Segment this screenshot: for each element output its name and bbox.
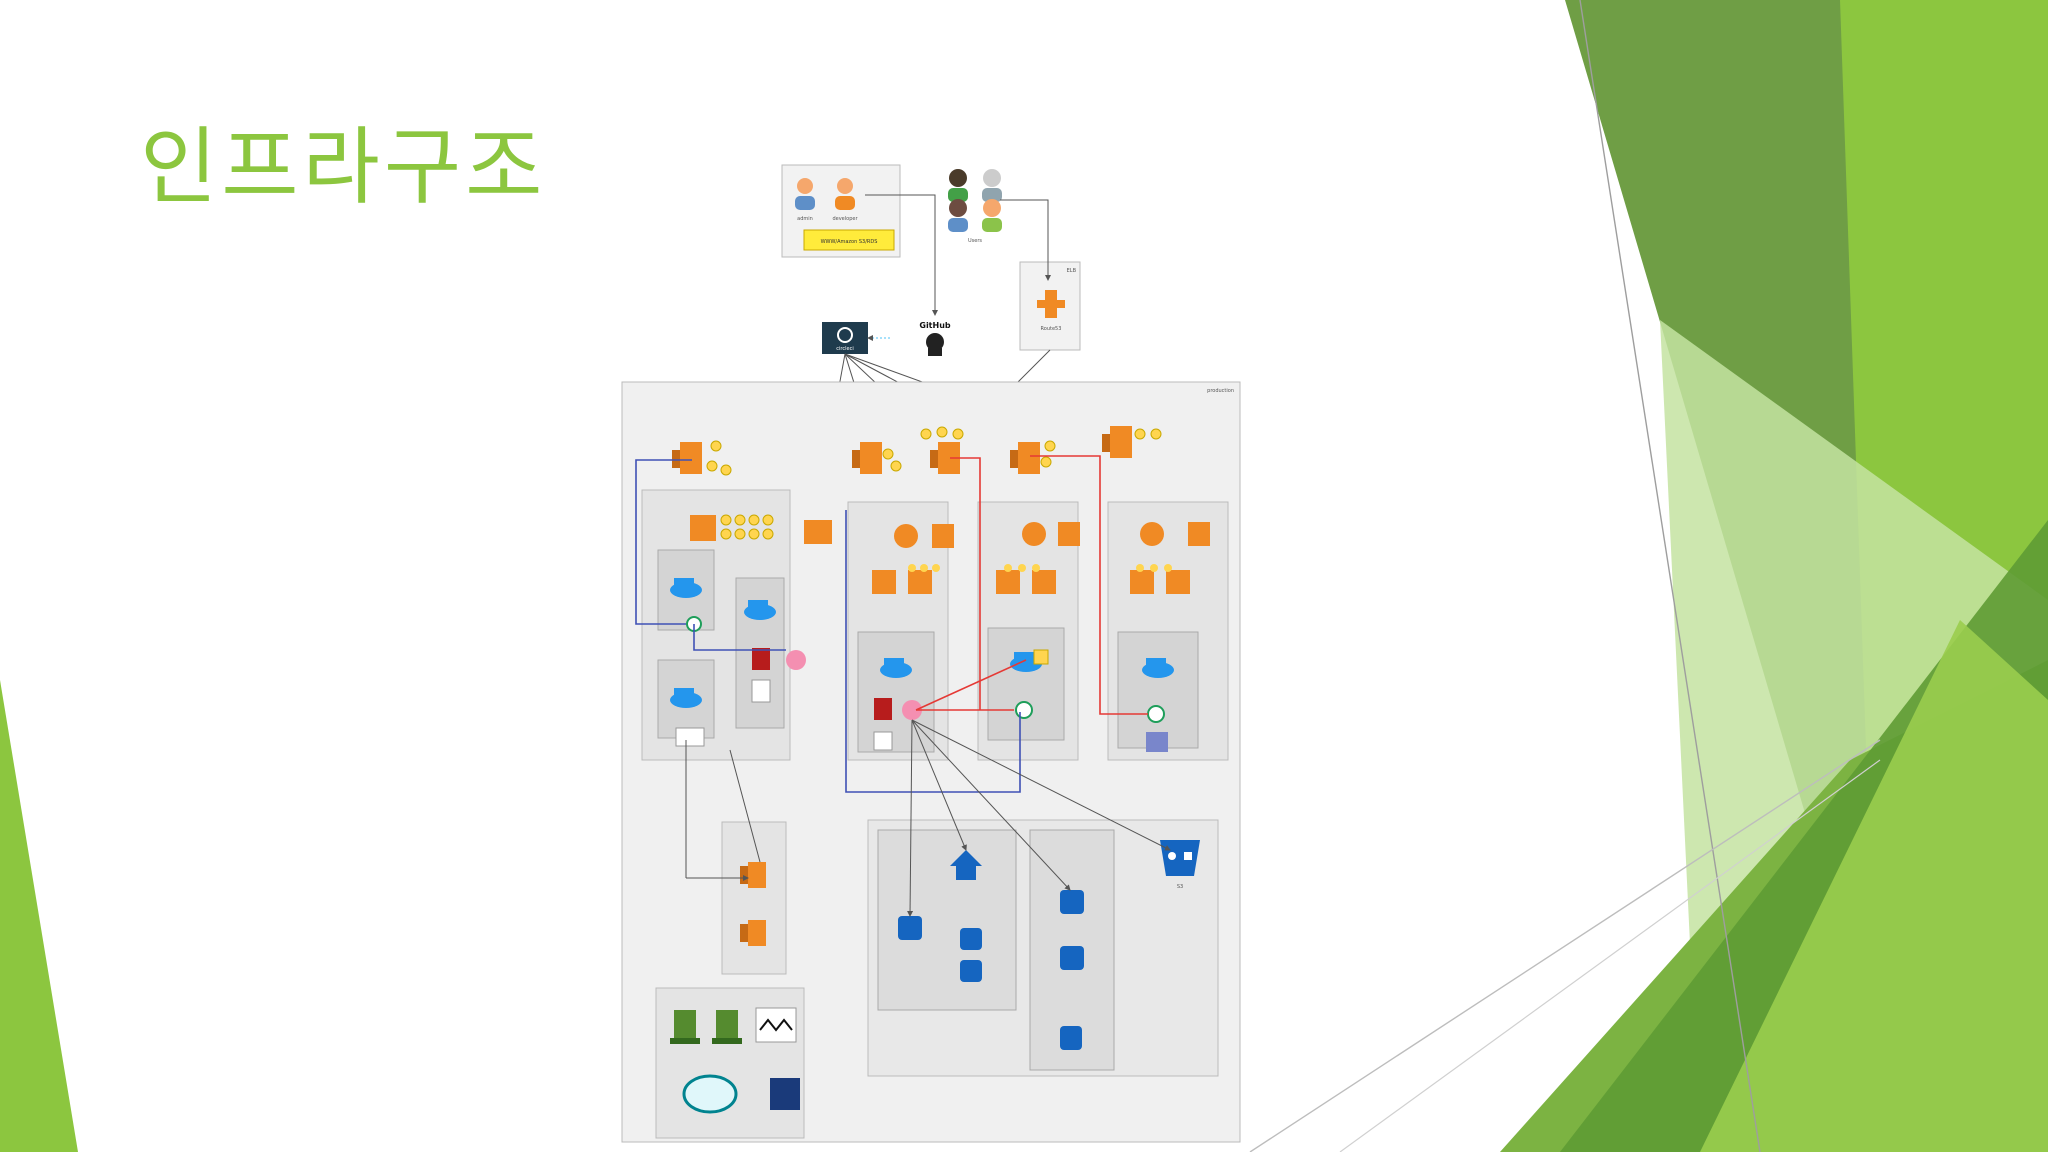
blue-link-3 <box>845 510 1021 793</box>
monitor-icon <box>1146 732 1168 752</box>
s3-bucket-icon <box>1160 840 1200 876</box>
aws-ec2-icon <box>1010 440 1056 474</box>
link-app-rds <box>907 719 914 917</box>
red-link-2 <box>1030 455 1148 715</box>
aws-ec2-icon <box>920 426 964 474</box>
rds-icon <box>1060 946 1084 970</box>
left-triangle <box>0 680 78 1152</box>
rds-icon <box>898 916 922 940</box>
infrastructure-diagram: admin developer WWW/Amazon S3/RDS Users … <box>621 164 1241 1143</box>
puma-icon <box>786 650 806 670</box>
route53-icon <box>1037 290 1065 318</box>
sidekiq-icon <box>751 679 771 703</box>
rds-icon <box>960 928 982 950</box>
red-link-1 <box>950 457 981 710</box>
s3-label: S3 <box>1177 884 1183 890</box>
right-triangle-accent <box>1700 620 2048 1152</box>
docker-icon <box>744 600 776 620</box>
aws-ec2-icon <box>1102 426 1162 458</box>
people-caption-a: admin <box>797 216 813 222</box>
nginx-icon <box>1015 701 1033 719</box>
cloudwatch-icon <box>670 1010 700 1044</box>
newrelic-icon <box>682 1074 738 1114</box>
people-caption-b: developer <box>832 216 858 222</box>
link-users-route53 <box>1000 199 1051 281</box>
elasticsearch-box <box>721 821 787 975</box>
router-label: Route53 <box>1041 326 1062 332</box>
link-app-rds-2 <box>911 719 1071 891</box>
container-box <box>1117 631 1199 749</box>
docker-icon <box>880 658 912 678</box>
docker-icon <box>1142 658 1174 678</box>
link-admin-github <box>865 194 938 316</box>
notice-box <box>803 229 895 251</box>
docker-icon <box>670 688 702 708</box>
aws-service-row-3 <box>996 522 1080 594</box>
nginx-icon <box>1147 705 1165 723</box>
aws-service-row-4 <box>1130 522 1210 594</box>
blue-link-2 <box>693 624 786 651</box>
dns-group-label: ELB <box>1067 268 1077 274</box>
notice-label: WWW/Amazon S3/RDS <box>821 239 878 245</box>
rails-icon <box>874 698 892 720</box>
users-label: Users <box>968 238 982 244</box>
github-icon <box>926 333 944 356</box>
rds-icon <box>1060 890 1084 914</box>
metrics-icon <box>755 1007 797 1043</box>
container-box <box>987 627 1065 741</box>
config-icon <box>1033 649 1049 665</box>
elasticsearch-icon <box>740 920 766 946</box>
link-app-s3 <box>911 719 1171 851</box>
decor-line-3 <box>1339 759 1881 1152</box>
elasticache-icon <box>950 850 982 880</box>
aws-ec2-icon <box>672 440 732 476</box>
aws-ec2-icon <box>852 442 902 474</box>
puma-icon <box>902 700 922 720</box>
link-log-es-3 <box>729 749 761 863</box>
rails-icon <box>752 648 770 670</box>
circleci-label: circleci <box>836 346 853 352</box>
scouter-icon <box>770 1078 800 1110</box>
decor-line-1 <box>1579 0 1761 1152</box>
docker-icon <box>670 578 702 598</box>
red-link-4 <box>915 659 1027 711</box>
link-app-cache <box>911 719 967 851</box>
rds-icon <box>960 960 982 982</box>
user-icon <box>835 178 855 210</box>
sidekiq-icon <box>873 731 893 751</box>
github-label: GitHub <box>919 321 951 330</box>
decor-line-2 <box>1249 739 1881 1152</box>
cloudwatch-icon <box>712 1010 742 1044</box>
users-cluster <box>948 169 1002 232</box>
production-label: production <box>1207 388 1234 394</box>
user-icon <box>795 178 815 210</box>
fluentd-icon <box>675 727 705 747</box>
rds-icon <box>1060 1026 1082 1050</box>
slide-title: 인프라구조 <box>140 118 547 216</box>
aws-service-row-1 <box>690 514 832 544</box>
container-box <box>857 631 935 753</box>
blue-link-1 <box>635 459 692 625</box>
aws-service-row-2 <box>872 524 954 594</box>
